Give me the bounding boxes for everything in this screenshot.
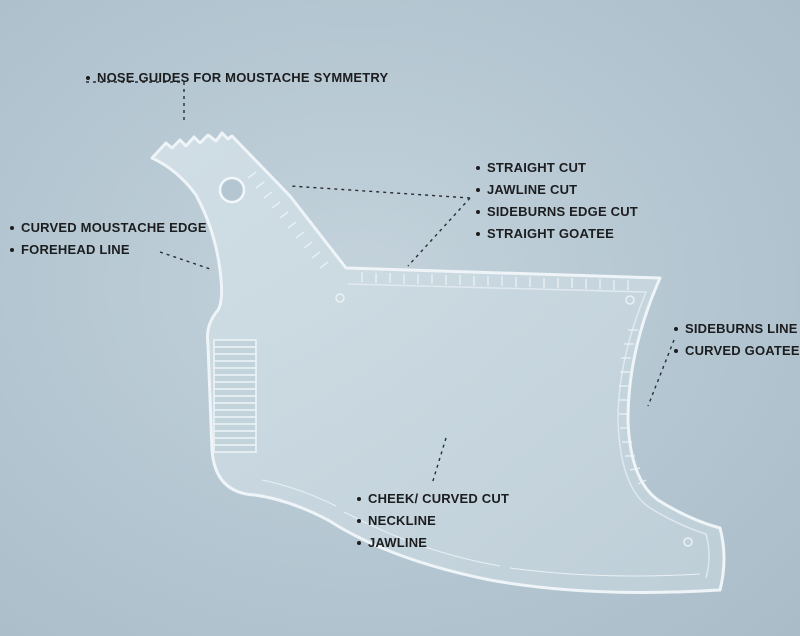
leader-sideburns xyxy=(647,339,675,407)
callout-item: NOSE GUIDES FOR MOUSTACHE SYMMETRY xyxy=(86,67,388,89)
leader-straight-a xyxy=(289,185,471,199)
pin-hole xyxy=(683,537,693,547)
callout-item: STRAIGHT GOATEE xyxy=(476,223,638,245)
bullet-icon xyxy=(476,209,480,214)
bullet-icon xyxy=(357,518,361,523)
bullet-icon xyxy=(10,225,14,230)
leader-straight-b xyxy=(407,197,471,267)
ruler-top-ticks xyxy=(361,272,629,290)
callout-cheek: CHEEK/ CURVED CUT NECKLINE JAWLINE xyxy=(357,488,509,554)
leader-cheek xyxy=(431,437,447,485)
leader-lines xyxy=(86,81,675,485)
bullet-icon xyxy=(86,75,90,80)
callout-item: CURVED MOUSTACHE EDGE xyxy=(10,217,207,239)
callout-item: JAWLINE xyxy=(357,532,509,554)
pin-hole xyxy=(335,293,345,303)
ruler-neck-ticks xyxy=(247,171,329,269)
bullet-icon xyxy=(357,540,361,545)
bullet-icon xyxy=(357,496,361,501)
callout-item: FOREHEAD LINE xyxy=(10,239,207,261)
leader-moustache xyxy=(159,251,214,271)
callout-straight: STRAIGHT CUT JAWLINE CUT SIDEBURNS EDGE … xyxy=(476,157,638,245)
hang-hole xyxy=(218,176,246,204)
callout-item: CHEEK/ CURVED CUT xyxy=(357,488,509,510)
comb-teeth xyxy=(213,339,257,453)
callout-nose: NOSE GUIDES FOR MOUSTACHE SYMMETRY xyxy=(86,67,388,89)
callout-item: SIDEBURNS EDGE CUT xyxy=(476,201,638,223)
tool-body xyxy=(150,131,726,594)
callout-item: CURVED GOATEE xyxy=(674,340,800,362)
callout-item: STRAIGHT CUT xyxy=(476,157,638,179)
pin-hole xyxy=(625,295,635,305)
callout-item: NECKLINE xyxy=(357,510,509,532)
callout-moustache: CURVED MOUSTACHE EDGE FOREHEAD LINE xyxy=(10,217,207,261)
ruler-right-ticks xyxy=(619,329,647,485)
bullet-icon xyxy=(674,326,678,331)
bullet-icon xyxy=(476,187,480,192)
callout-item: JAWLINE CUT xyxy=(476,179,638,201)
bullet-icon xyxy=(476,165,480,170)
cheek-ridges xyxy=(261,479,701,577)
bullet-icon xyxy=(674,348,678,353)
bullet-icon xyxy=(476,231,480,236)
bullet-icon xyxy=(10,247,14,252)
callout-sideburns: SIDEBURNS LINE CURVED GOATEE xyxy=(674,318,800,362)
callout-item: SIDEBURNS LINE xyxy=(674,318,800,340)
